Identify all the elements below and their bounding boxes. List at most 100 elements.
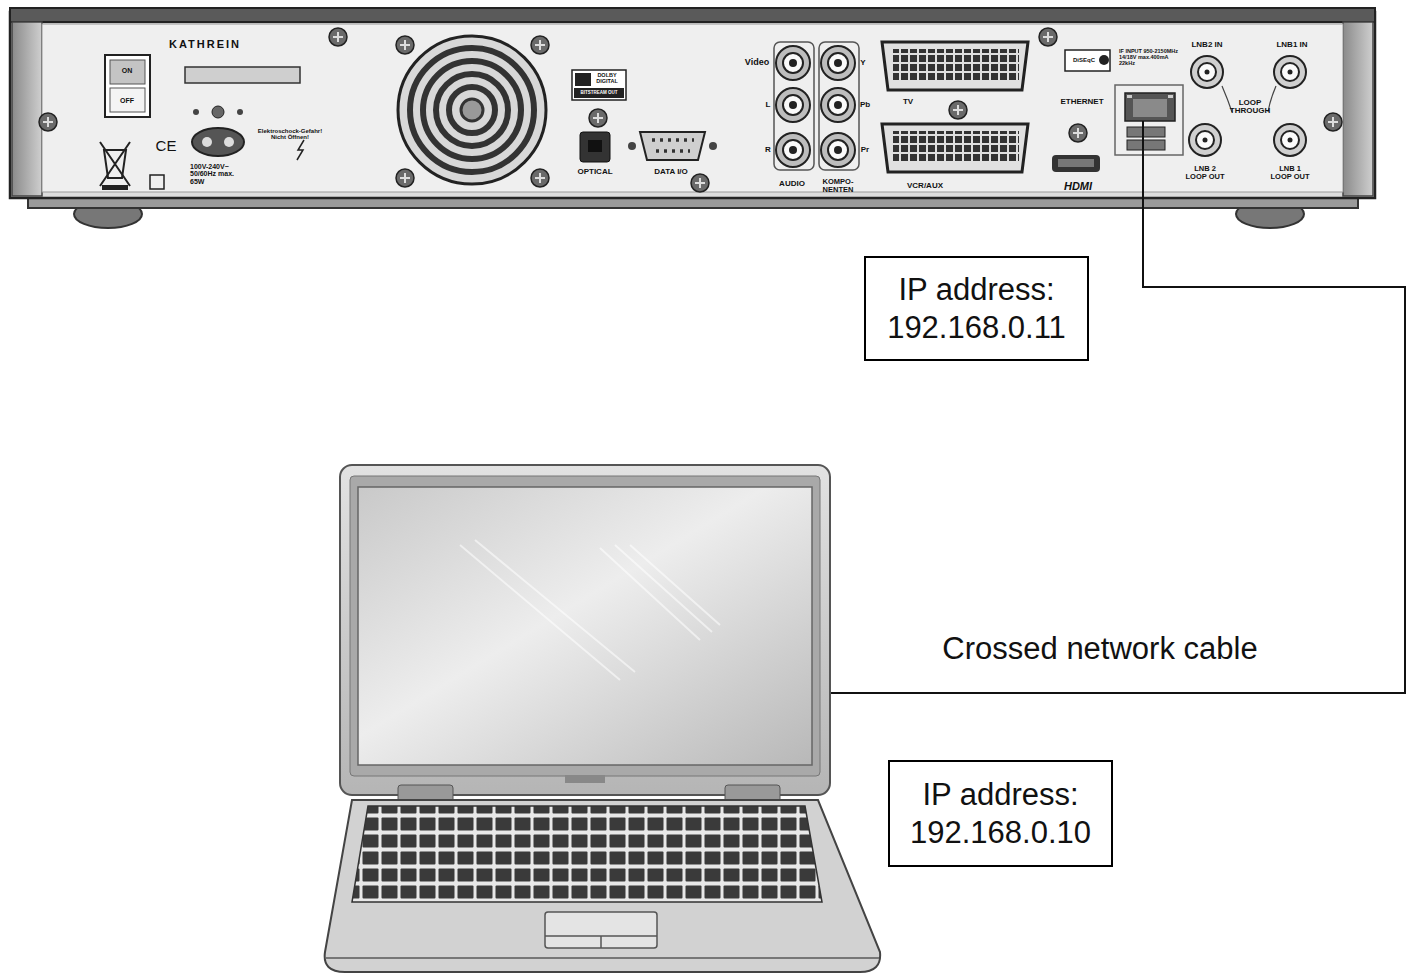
laptop	[340, 465, 830, 795]
screw	[396, 169, 414, 187]
power-socket	[212, 106, 224, 118]
f-connector	[1189, 56, 1306, 156]
weee-symbol	[100, 140, 304, 190]
serial-port	[652, 140, 694, 151]
screw	[1069, 124, 1087, 142]
serial-plate	[185, 67, 300, 83]
cooling-fan	[398, 36, 546, 184]
port-label: LNB2 IN	[1191, 41, 1222, 49]
port-label: Y	[860, 59, 865, 67]
screw	[39, 28, 1342, 192]
f-connector	[1274, 124, 1306, 156]
ethernet-port	[1125, 93, 1175, 121]
scart-socket	[893, 49, 1019, 80]
screw	[531, 169, 549, 187]
optical-port	[580, 132, 610, 162]
screw	[691, 174, 709, 192]
dolby-logo	[575, 73, 591, 86]
power-socket	[202, 137, 212, 147]
dolby-logo	[572, 70, 626, 100]
logo-text: DOLBY DIGITAL	[591, 73, 623, 85]
cooling-fan	[461, 99, 483, 121]
laptop	[460, 540, 720, 680]
rca-jack	[819, 42, 859, 170]
port-label: ETHERNET	[1060, 98, 1103, 106]
power-socket	[224, 137, 234, 147]
port-label: Pb	[860, 101, 870, 109]
receiver-body	[42, 24, 1343, 192]
serial-plate	[185, 67, 300, 83]
power-socket	[192, 106, 244, 156]
cooling-fan	[410, 48, 534, 172]
brand-name: KATHREIN	[169, 39, 241, 51]
laptop	[350, 476, 820, 776]
rca-jack	[821, 88, 855, 122]
cooling-fan	[423, 61, 521, 159]
port-label: VCR/AUX	[907, 182, 943, 190]
ethernet-port	[1115, 85, 1183, 155]
dolby-logo	[574, 88, 624, 98]
ethernet-port	[1127, 140, 1165, 150]
serial-port	[628, 142, 636, 150]
scart-socket	[882, 42, 1028, 90]
logo-text: DiSEqC	[1073, 57, 1095, 63]
scart-socket	[882, 124, 1028, 172]
screw	[329, 28, 347, 46]
ip-address-box: IP address: 192.168.0.10	[888, 760, 1113, 867]
rca-jack	[821, 133, 855, 167]
optical-port	[580, 132, 610, 162]
laptop	[358, 487, 812, 765]
port-label: HDMI	[1064, 181, 1092, 193]
power-socket	[193, 109, 199, 115]
port-label: LNB 2 LOOP OUT	[1183, 165, 1227, 181]
rca-jack	[774, 42, 859, 170]
port-label: LOOP THROUGH	[1224, 99, 1276, 116]
port-label: DATA I/O	[654, 168, 688, 176]
cable-label: Crossed network cable	[942, 633, 1257, 666]
weee-symbol	[297, 140, 304, 160]
ethernet-port	[1127, 95, 1132, 98]
screw	[531, 36, 549, 54]
screw	[1324, 113, 1342, 131]
power-socket	[192, 128, 244, 156]
rca-jack	[776, 46, 810, 80]
hdmi-port	[1058, 159, 1094, 167]
switch-label: OFF	[120, 97, 134, 104]
ethernet-port	[1168, 95, 1173, 98]
network-cable	[830, 121, 1405, 693]
receiver-body	[10, 8, 1375, 228]
switch-label: ON	[122, 67, 133, 74]
rca-jack	[821, 46, 855, 80]
scart-socket	[893, 131, 1019, 162]
screw	[396, 36, 414, 54]
hdmi-port	[1052, 155, 1100, 172]
port-label: TV	[903, 98, 913, 106]
warning-text: Elektroschock-Gefahr! Nicht Öffnen!	[250, 128, 330, 141]
input-spec: IF INPUT 950-2150MHz 14/18V max.400mA 22…	[1119, 49, 1181, 66]
diseqc-logo	[1065, 50, 1110, 71]
screw	[949, 101, 967, 119]
ethernet-port	[1115, 85, 1183, 155]
ethernet-port	[1127, 127, 1165, 137]
port-label: R	[765, 146, 771, 154]
cooling-fan	[398, 36, 546, 184]
rca-jack	[776, 133, 810, 167]
port-label: AUDIO	[779, 180, 805, 188]
serial-port	[628, 132, 717, 160]
port-label: KOMPO-NENTEN	[819, 178, 857, 194]
node-text: IP address: 192.168.0.11	[872, 271, 1081, 347]
f-connector	[1191, 56, 1223, 88]
laptop	[565, 775, 605, 783]
hdmi-port	[1052, 155, 1100, 172]
node-text: IP address: 192.168.0.10	[896, 776, 1105, 852]
dolby-logo	[572, 70, 626, 100]
ip-address-box: IP address: 192.168.0.11	[864, 256, 1089, 361]
receiver-body	[1343, 22, 1373, 196]
port-label: Pr	[861, 146, 869, 154]
port-label: L	[766, 101, 771, 109]
port-label: LNB1 IN	[1276, 41, 1307, 49]
logo-text: BITSTREAM OUT	[581, 91, 618, 96]
receiver-body	[10, 12, 1375, 198]
